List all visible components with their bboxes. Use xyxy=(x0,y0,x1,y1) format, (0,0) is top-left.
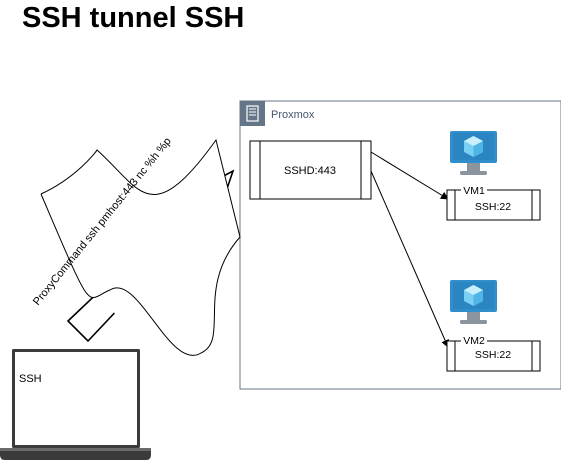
diagram-title: SSH tunnel SSH xyxy=(22,2,245,34)
vm1-service: SSH:22 xyxy=(475,201,511,213)
proxy-flag xyxy=(40,138,241,356)
virtual-machine-icon xyxy=(450,280,497,324)
vm1-name: VM1 xyxy=(463,185,485,197)
laptop-icon xyxy=(0,349,151,460)
vm2-name: VM2 xyxy=(463,335,485,347)
vm2-node[interactable]: VM2 SSH:22 xyxy=(446,280,541,372)
server-rack-icon xyxy=(240,101,265,126)
connector-sshd-vm2 xyxy=(370,170,449,348)
virtual-machine-icon xyxy=(450,131,497,175)
vm1-node[interactable]: VM1 SSH:22 xyxy=(446,131,541,221)
sshd-label: SSHD:443 xyxy=(284,165,336,177)
proxmox-label: Proxmox xyxy=(271,109,315,121)
laptop-label: SSH xyxy=(19,373,42,385)
sshd-box[interactable]: SSHD:443 xyxy=(249,140,372,200)
proxmox-container[interactable]: Proxmox xyxy=(239,100,561,390)
vm2-service: SSH:22 xyxy=(475,349,511,361)
connector-sshd-vm1 xyxy=(370,151,449,200)
